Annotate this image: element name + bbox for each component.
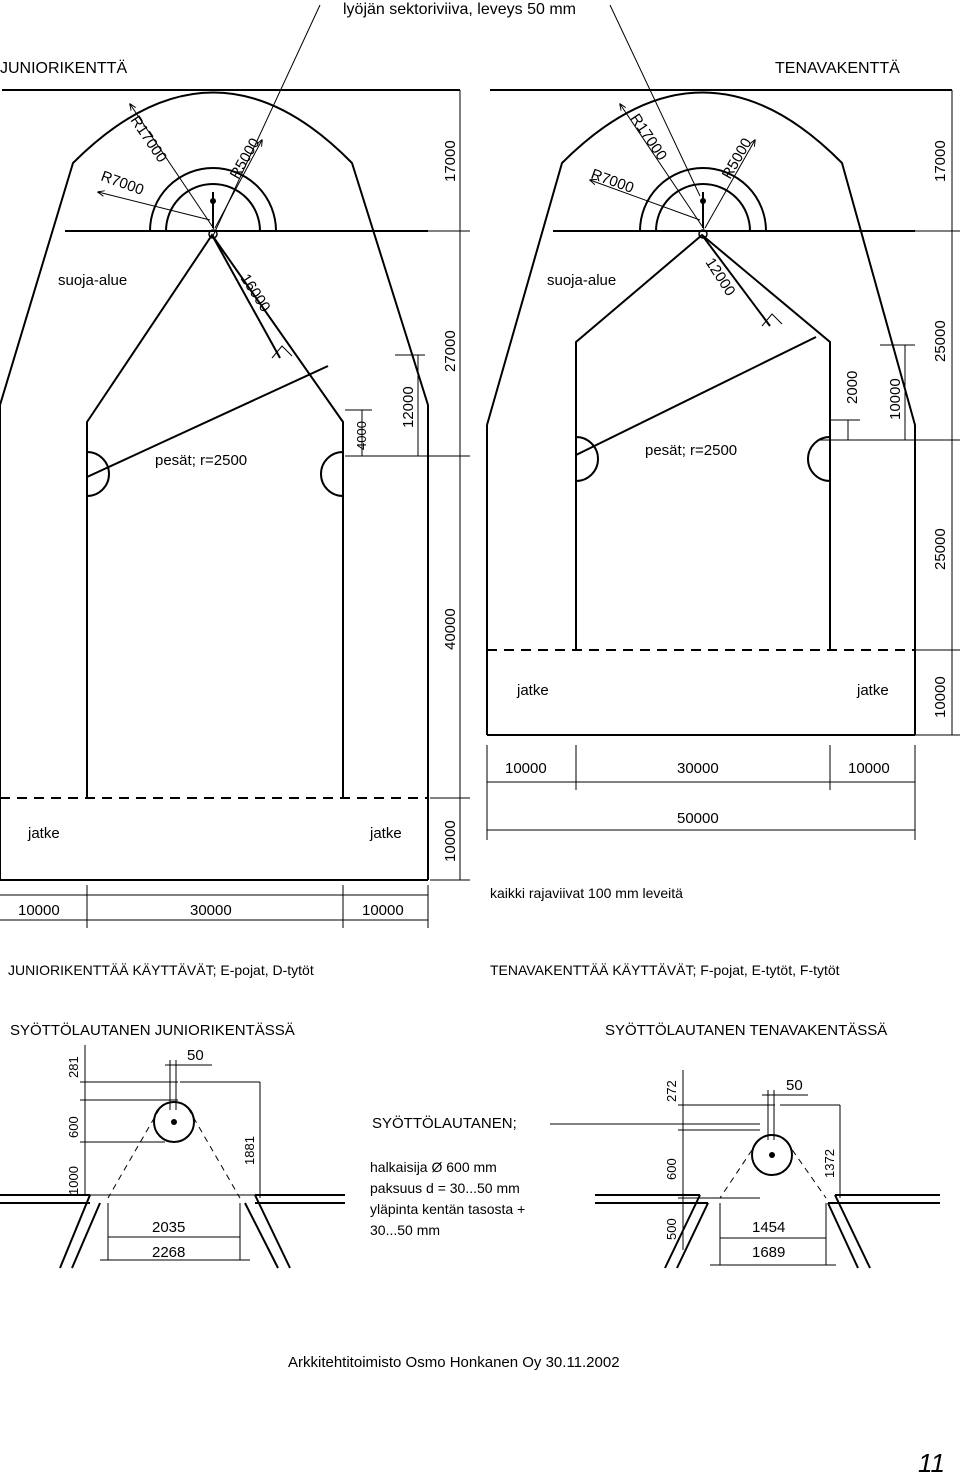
junior-dim-27000: 27000 [442,330,459,372]
plate-junior-2268: 2268 [152,1244,185,1261]
plate-junior-1881: 1881 [242,1136,257,1165]
plate-tenava-detail: SYÖTTÖLAUTANEN TENAVAKENTÄSSÄ 272 600 50… [595,1021,940,1269]
tenava-field-title: TENAVAKENTTÄ [775,59,900,77]
page-number: 11 [918,1448,945,1478]
junior-field-title: JUNIORIKENTTÄ [0,59,127,77]
plate-junior-1000: 1000 [66,1166,81,1195]
junior-bases-label: pesät; r=2500 [155,452,247,469]
tenava-r7000-label: R7000 [589,166,636,197]
tenava-usage: TENAVAKENTTÄÄ KÄYTTÄVÄT; F-pojat, E-tytö… [490,962,840,978]
junior-r5000-label: R5000 [227,135,264,182]
tenava-bottom-dim-1: 10000 [505,760,547,777]
plate-junior-600: 600 [66,1116,81,1138]
junior-bottom-dim-1: 10000 [18,902,60,919]
plate-tenava-600: 600 [664,1158,679,1180]
junior-field: JUNIORIKENTTÄ R17000 R7000 R5000 16000 s [0,59,470,928]
junior-dim-4000: 4000 [354,421,369,450]
plate-tenava-1454: 1454 [752,1219,785,1236]
tenava-r5000-label: R5000 [719,135,756,182]
junior-dim-40000: 40000 [442,608,459,650]
tenava-dim-10000b: 10000 [932,676,949,718]
plate-junior-detail: SYÖTTÖLAUTANEN JUNIORIKENTÄSSÄ 281 600 1… [0,1021,345,1269]
junior-bottom-dim-3: 10000 [362,902,404,919]
plate-junior-2035: 2035 [152,1219,185,1236]
plate-info-line-3: yläpinta kentän tasosta + [370,1201,525,1217]
plate-junior-281: 281 [66,1056,81,1078]
plate-info-line-4: 30...50 mm [370,1222,440,1238]
tenava-bases-label: pesät; r=2500 [645,442,737,459]
junior-bottom-dim-2: 30000 [190,902,232,919]
tenava-bottom-dim-2: 30000 [677,760,719,777]
plate-info-line-2: paksuus d = 30...50 mm [370,1180,520,1196]
tenava-dim-10000a: 10000 [887,378,904,420]
footer-credit: Arkkitehtitoimisto Osmo Honkanen Oy 30.1… [288,1354,620,1371]
junior-dim-12000: 12000 [400,386,417,428]
plate-tenava-1372: 1372 [822,1149,837,1178]
plate-tenava-title: SYÖTTÖLAUTANEN TENAVAKENTÄSSÄ [605,1021,887,1039]
junior-16000-label: 16000 [237,271,274,315]
tenava-dim-2000: 2000 [844,371,861,404]
junior-suoja-label: suoja-alue [58,272,127,289]
sector-line-label: lyöjän sektoriviiva, leveys 50 mm [343,1,576,18]
boundary-note: kaikki rajaviivat 100 mm leveitä [490,885,683,901]
plate-junior-title: SYÖTTÖLAUTANEN JUNIORIKENTÄSSÄ [10,1021,295,1039]
tenava-jatke-right: jatke [856,682,889,699]
plate-tenava-1689: 1689 [752,1244,785,1261]
tenava-dim-25000a: 25000 [932,320,949,362]
tenava-field: TENAVAKENTTÄ R17000 R7000 R5000 12000 su… [486,59,960,840]
junior-dim-17000: 17000 [442,140,459,182]
plate-tenava-272: 272 [664,1080,679,1102]
junior-r17000-label: R17000 [127,113,170,166]
tenava-bottom-dim-3: 10000 [848,760,890,777]
tenava-dim-17000: 17000 [932,140,949,182]
junior-jatke-right: jatke [369,825,402,842]
tenava-dim-25000b: 25000 [932,528,949,570]
tenava-suoja-label: suoja-alue [547,272,616,289]
plate-tenava-50: 50 [786,1077,803,1094]
tenava-total-dim: 50000 [677,810,719,827]
plate-info-title: SYÖTTÖLAUTANEN; [372,1114,517,1132]
junior-usage: JUNIORIKENTTÄÄ KÄYTTÄVÄT; E-pojat, D-tyt… [8,962,314,978]
junior-jatke-left: jatke [27,825,60,842]
junior-dim-10000v: 10000 [442,820,459,862]
plate-junior-50: 50 [187,1047,204,1064]
plate-tenava-500: 500 [664,1218,679,1240]
tenava-jatke-left: jatke [516,682,549,699]
plate-info-line-1: halkaisija Ø 600 mm [370,1159,497,1175]
